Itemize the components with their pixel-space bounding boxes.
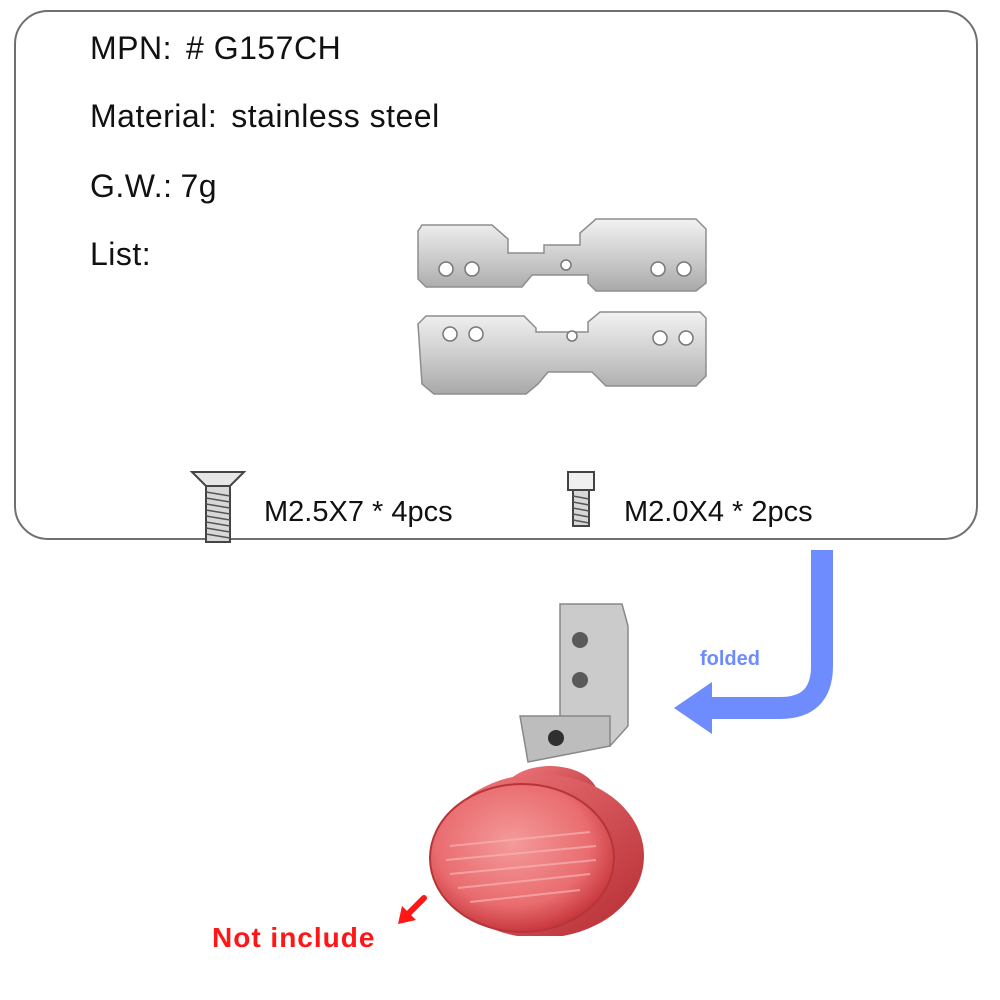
not-include-label: Not include — [212, 922, 376, 953]
lamp-with-bracket-image — [429, 603, 644, 936]
socket-cap-screw-icon — [567, 471, 595, 527]
mpn-line: MPN: # G157CH — [90, 30, 341, 67]
screw-label-m20: M2.0X4 * 2pcs — [624, 496, 813, 528]
mpn-value: # G157CH — [186, 30, 342, 66]
gross-weight-label: G.W.: — [90, 168, 173, 204]
screw-label-m25: M2.5X7 * 4pcs — [264, 496, 453, 528]
material-value: stainless steel — [231, 98, 440, 134]
gross-weight-value: 7g — [180, 168, 218, 204]
pointer-arrow-icon — [398, 895, 427, 924]
bracket-top-image — [417, 218, 707, 292]
gross-weight-line: G.W.:7g — [90, 168, 217, 205]
material-line: Material: stainless steel — [90, 98, 440, 135]
folded-label: folded — [700, 648, 760, 670]
list-line: List: — [90, 236, 151, 273]
mpn-label: MPN: — [90, 30, 172, 66]
folded-arrow-icon — [674, 550, 833, 734]
countersunk-screw-icon — [189, 471, 247, 543]
spec-card: MPN: # G157CH Material: stainless steel G.… — [14, 10, 978, 543]
list-label: List: — [90, 236, 152, 272]
bracket-bottom-image — [417, 311, 707, 395]
material-label: Material: — [90, 98, 218, 134]
